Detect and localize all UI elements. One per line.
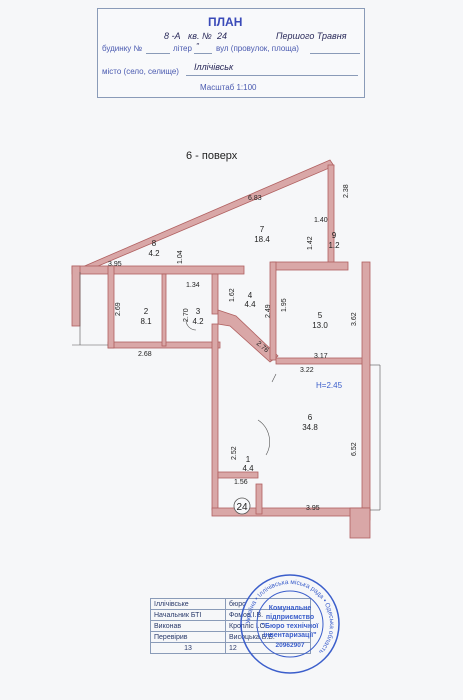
scale-label: Масштаб 1:100 [200,83,257,92]
room-6-no: 6 [308,413,313,422]
dim-3-95-bottom: 3.95 [306,505,320,512]
apartment-number: 24 [217,31,228,41]
ceiling-height: H=2.45 [316,381,343,390]
stamp-role: Виконав [150,620,226,632]
stamp-date-month: 13 [150,642,226,654]
building-label: будинку № [102,44,143,53]
wall-partition-3-4 [211,273,219,315]
floor-label: 6 - поверх [186,150,238,162]
litera-label: літер [173,44,192,53]
plan-title: ПЛАН [208,15,243,29]
seal-org-1: Комунальне [269,605,312,612]
dim-1-04: 1.04 [177,250,184,264]
room-6-area: 34.8 [302,423,318,432]
dim-2-70: 2.70 [183,308,190,322]
dim-1-56: 1.56 [234,479,248,486]
room-7-area: 18.4 [254,235,270,244]
room-2-no: 2 [144,307,149,316]
dim-2-38: 2.38 [343,184,350,198]
apartment-prefix: кв. № [188,31,212,41]
wall-room5-left [269,261,277,361]
room-1-area: 4.4 [242,464,254,473]
dim-6-52: 6.52 [351,442,358,456]
dim-1-40: 1.40 [314,217,328,224]
wall-bottom-right [349,507,371,539]
room-2-area: 8.1 [140,317,152,326]
room-9-area: 1.2 [328,241,340,250]
wall-room6-left [211,323,219,511]
wall-right-upper [327,164,335,266]
street-label: вул (провулок, площа) [216,44,299,53]
room-3-no: 3 [196,307,201,316]
dim-1-42: 1.42 [307,236,314,250]
stamp-role: Іллічівське [150,598,226,610]
building-number: 8 -А [164,31,181,41]
dim-2-69: 2.69 [115,302,122,316]
seal-org-3: "Бюро технічної [262,622,320,630]
dim-1-95: 1.95 [281,298,288,312]
dim-1-34: 1.34 [186,282,200,289]
room-5-area: 13.0 [312,321,328,330]
seal-org-2: підприємство [266,613,314,621]
room-1-no: 1 [246,455,251,464]
apartment-marker-circle [233,497,251,515]
wall-left [71,265,81,327]
city-label: місто (село, селище) [102,67,179,76]
dim-3-22: 3.22 [300,367,314,374]
room-9-no: 9 [332,231,337,240]
wall-room2-left [107,265,115,349]
seal-code: 20962907 [276,642,305,649]
header-box: ПЛАН 8 -А кв. № 24 Першого Травня будинк… [97,8,365,98]
wall-top-right [271,261,349,271]
wall-bottom-notch [255,483,263,515]
dim-2-52: 2.52 [231,446,238,460]
room-8-no: 8 [152,239,157,248]
litera-value: " [196,42,199,51]
room-5-no: 5 [318,311,323,320]
wall-diagonal [79,159,335,273]
seal-org-4: інвентаризації" [263,631,316,639]
dim-3-95-top: 3.95 [108,261,122,268]
wall-top [71,265,245,275]
room-4-no: 4 [248,291,253,300]
room-7-no: 7 [260,225,265,234]
official-seal: Україна • Іллічівська міська рада • Одес… [240,574,340,674]
dim-3-62: 3.62 [351,312,358,326]
street-value: Першого Травня [276,31,347,41]
dim-2-49: 2.49 [265,304,272,318]
dim-3-17: 3.17 [314,353,328,360]
dim-2-68: 2.68 [138,351,152,358]
wall-room1-bottom [217,471,259,479]
stamp-role: Перевірив [150,631,226,643]
room-4-area: 4.4 [244,300,256,309]
stamp-role: Начальник БТІ [150,609,226,621]
city-value: Іллічівськ [194,62,234,72]
dim-1-62: 1.62 [229,288,236,302]
room-8-area: 4.2 [148,249,160,258]
wall-partition-2-3 [161,273,167,347]
room-3-area: 4.2 [192,317,204,326]
wall-right [361,261,371,521]
apartment-marker: 24 [236,502,248,513]
dim-6-83: 6.83 [248,195,262,202]
